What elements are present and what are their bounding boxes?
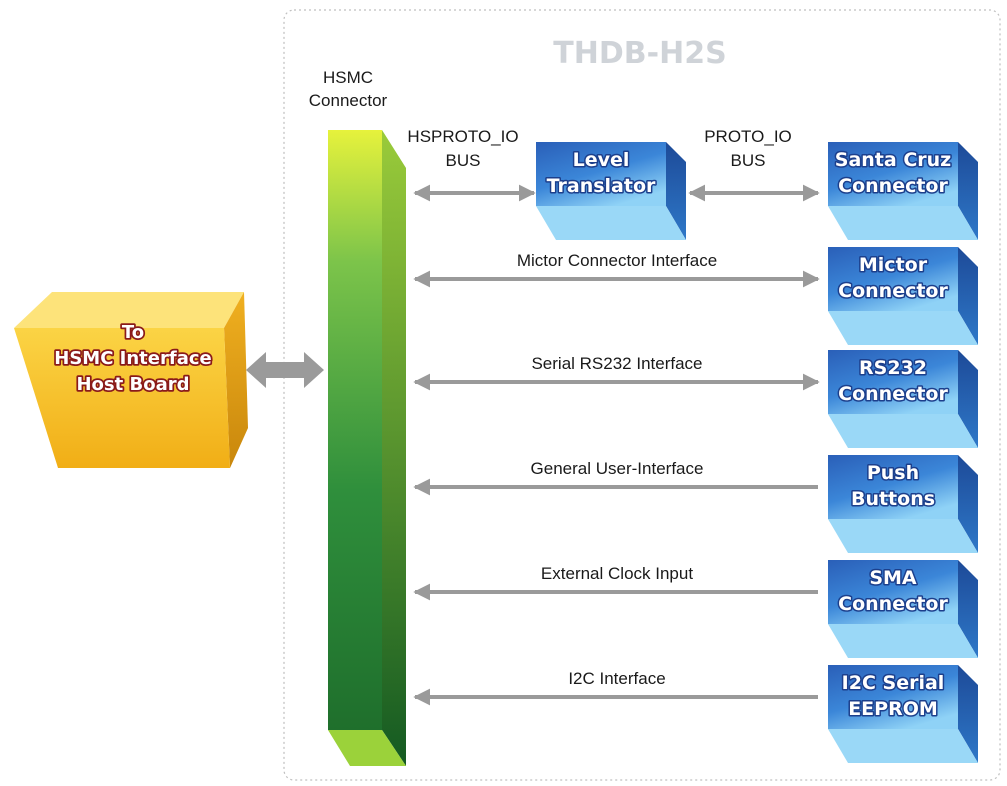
sma-connector-line2: Connector	[838, 593, 948, 615]
hsmc-label-line2: Connector	[309, 91, 388, 110]
santa-cruz-connector-line2: Connector	[838, 175, 948, 197]
push-buttons-line2: Buttons	[851, 488, 935, 510]
rs232-connector-line2: Connector	[838, 383, 948, 405]
santa-cruz-connector-line1: Santa Cruz	[835, 149, 951, 171]
rs232-connector-interface-label: Serial RS232 Interface	[531, 354, 702, 373]
sma-connector-block: SMA Connector	[828, 560, 978, 658]
hsproto-bus-label-line1: HSPROTO_IO	[407, 127, 518, 146]
host-board-block: To HSMC Interface Host Board	[14, 292, 248, 468]
host-board-line3: Host Board	[76, 374, 189, 395]
hsmc-connector-bar	[328, 130, 406, 766]
i2c-serial-eeprom-line1: I2C Serial	[842, 672, 945, 694]
push-buttons-line1: Push	[867, 462, 919, 484]
level-translator-line2: Translator	[547, 175, 656, 197]
level-translator-line1: Level	[573, 149, 630, 171]
sma-connector-line1: SMA	[869, 567, 917, 589]
i2c-serial-eeprom-line2: EEPROM	[848, 698, 938, 720]
mictor-connector-line1: Mictor	[859, 254, 928, 276]
host-board-line1: To	[122, 322, 144, 343]
hsproto-bus-label-line2: BUS	[446, 151, 481, 170]
sma-connector-interface-label: External Clock Input	[541, 564, 693, 583]
mictor-connector-line2: Connector	[838, 280, 948, 302]
host-board-line2: HSMC Interface	[54, 348, 211, 369]
level-translator-block: Level Translator	[536, 142, 686, 240]
proto-bus-label-line2: BUS	[731, 151, 766, 170]
board-title: THDB-H2S	[553, 36, 726, 71]
proto-bus-label-line1: PROTO_IO	[704, 127, 792, 146]
push-buttons-interface-label: General User-Interface	[531, 459, 704, 478]
rs232-connector-line1: RS232	[859, 357, 927, 379]
host-hsmc-arrow	[246, 352, 324, 388]
hsmc-label-line1: HSMC	[323, 68, 373, 87]
mictor-connector-interface-label: Mictor Connector Interface	[517, 251, 717, 270]
board-outline	[283, 9, 1001, 781]
i2c-serial-eeprom-interface-label: I2C Interface	[568, 669, 665, 688]
